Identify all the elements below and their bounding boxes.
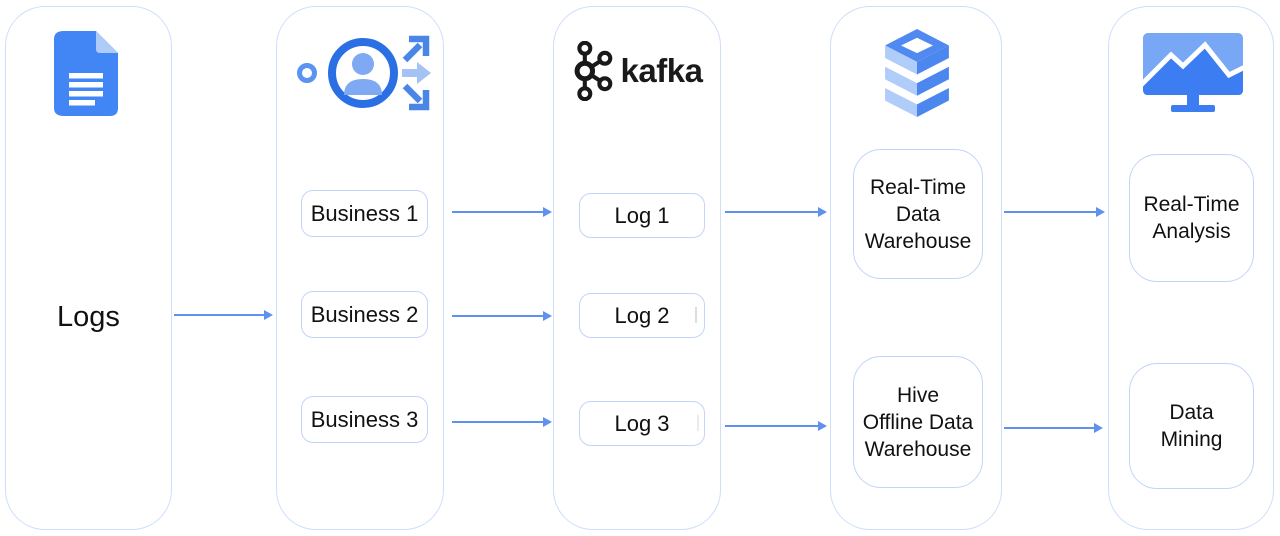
node-label: Log 3 xyxy=(614,410,670,436)
user-distribution-icon xyxy=(297,35,431,111)
node-label: Hive Offline Data Warehouse xyxy=(862,383,974,461)
kafka-logo-icon xyxy=(574,41,612,101)
node-label: Log 1 xyxy=(614,202,670,228)
node-label: Business 3 xyxy=(310,406,419,432)
monitor-analytics-icon xyxy=(1143,33,1243,112)
arrow-log1-to-realtime-warehouse xyxy=(725,207,827,217)
node-label: Data Mining xyxy=(1160,401,1223,451)
node-realtime-warehouse: Real-Time Data Warehouse xyxy=(853,149,983,279)
node-label: Business 2 xyxy=(310,301,419,327)
document-icon xyxy=(54,31,118,116)
kafka-wordmark: kafka xyxy=(620,52,703,89)
node-business-1: Business 1 xyxy=(301,190,428,237)
source-panel: Logs xyxy=(5,6,172,530)
node-business-2: Business 2 xyxy=(301,291,428,338)
arrow-warehouse-to-analysis xyxy=(1004,207,1105,217)
business-panel: Business 1 Business 2 Business 3 xyxy=(276,6,444,530)
node-log-2: Log 2 xyxy=(579,293,705,338)
label-logs: Logs xyxy=(57,301,120,333)
arrow-hive-to-mining xyxy=(1004,423,1103,433)
node-log-1: Log 1 xyxy=(579,193,705,238)
node-label: Real-Time Data Warehouse xyxy=(864,175,972,253)
kafka-panel: kafka Log 1 Log 2 Log 3 xyxy=(553,6,721,530)
node-label: Business 1 xyxy=(310,200,419,226)
text-cursor-artifact xyxy=(697,415,699,431)
stacked-data-warehouse-icon xyxy=(885,29,949,117)
analysis-panel: Real-Time Analysis Data Mining xyxy=(1108,6,1274,530)
node-log-3: Log 3 xyxy=(579,401,705,446)
arrow-log3-to-hive-warehouse xyxy=(725,421,827,431)
kafka-logo: kafka xyxy=(554,41,720,101)
arrow-logs-to-business xyxy=(174,310,273,320)
arrow-business2-to-log2 xyxy=(452,311,552,321)
node-label: Real-Time Analysis xyxy=(1143,193,1240,243)
text-cursor-artifact xyxy=(695,307,697,323)
arrow-business3-to-log3 xyxy=(452,417,552,427)
node-hive-warehouse: Hive Offline Data Warehouse xyxy=(853,356,983,488)
node-data-mining: Data Mining xyxy=(1129,363,1254,489)
node-business-3: Business 3 xyxy=(301,396,428,443)
warehouse-panel: Real-Time Data Warehouse Hive Offline Da… xyxy=(830,6,1002,530)
node-realtime-analysis: Real-Time Analysis xyxy=(1129,154,1254,282)
arrow-business1-to-log1 xyxy=(452,207,552,217)
node-label: Log 2 xyxy=(614,302,670,328)
